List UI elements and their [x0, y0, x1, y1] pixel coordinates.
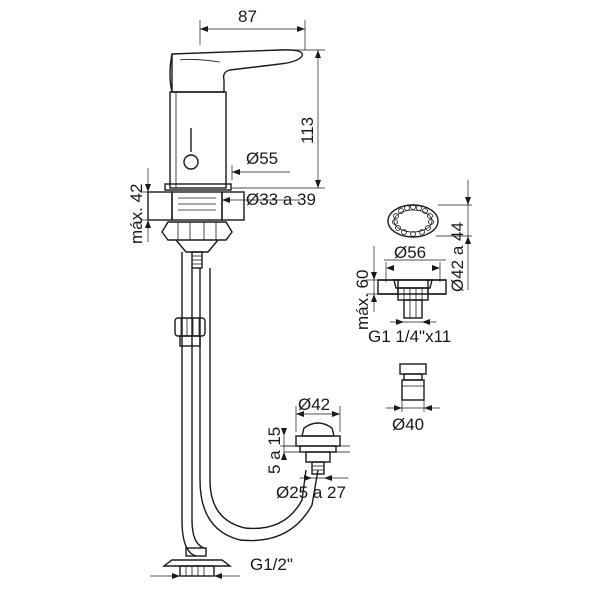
dim-g1: G1 1/4"x11 [368, 319, 451, 346]
faucet-handle [171, 49, 304, 93]
label-max-42: máx. 42 [127, 184, 146, 244]
dim-dia-42: Ø42 [295, 395, 341, 432]
drain-small-view [284, 422, 350, 475]
label-dia-33-39: Ø33 a 39 [246, 190, 316, 209]
label-113: 113 [298, 117, 317, 144]
label-87: 87 [238, 7, 257, 26]
faucet-main-view [147, 49, 319, 577]
hose-left [181, 252, 197, 557]
dim-height-113: 113 [232, 49, 325, 189]
dim-max-60: máx. 60 [353, 246, 380, 330]
dim-dia-25-27: Ø25 a 27 [276, 475, 348, 502]
dim-dia-42-44: Ø42 a 44 [436, 180, 472, 292]
label-dia-25-27: Ø25 a 27 [276, 483, 346, 502]
label-dia-55: Ø55 [246, 149, 278, 168]
label-max-60: máx. 60 [353, 270, 372, 330]
label-g12: G1/2" [250, 555, 293, 574]
indicator-dot [183, 154, 199, 170]
label-dia-42: Ø42 [298, 395, 330, 414]
label-dia-42-44: Ø42 a 44 [448, 222, 467, 292]
faucet-body [169, 91, 227, 189]
dim-g12: G1/2" [150, 555, 293, 579]
dim-max-42: máx. 42 [127, 168, 164, 244]
deck-section [147, 191, 245, 221]
drain-right-view [377, 204, 447, 401]
label-g1: G1 1/4"x11 [368, 327, 451, 346]
hose-right [199, 268, 319, 542]
dim-width-87: 87 [199, 7, 306, 50]
label-dia-40: Ø40 [392, 415, 424, 434]
dim-dia-56: Ø56 [384, 243, 446, 282]
label-5-15: 5 a 15 [265, 427, 284, 474]
dim-dia-40: Ø40 [386, 400, 440, 434]
dim-dia-55: Ø55 [231, 149, 290, 180]
dim-5-15: 5 a 15 [265, 427, 296, 474]
dim-dia-33-39: Ø33 a 39 [222, 190, 316, 209]
label-dia-56: Ø56 [394, 243, 426, 262]
